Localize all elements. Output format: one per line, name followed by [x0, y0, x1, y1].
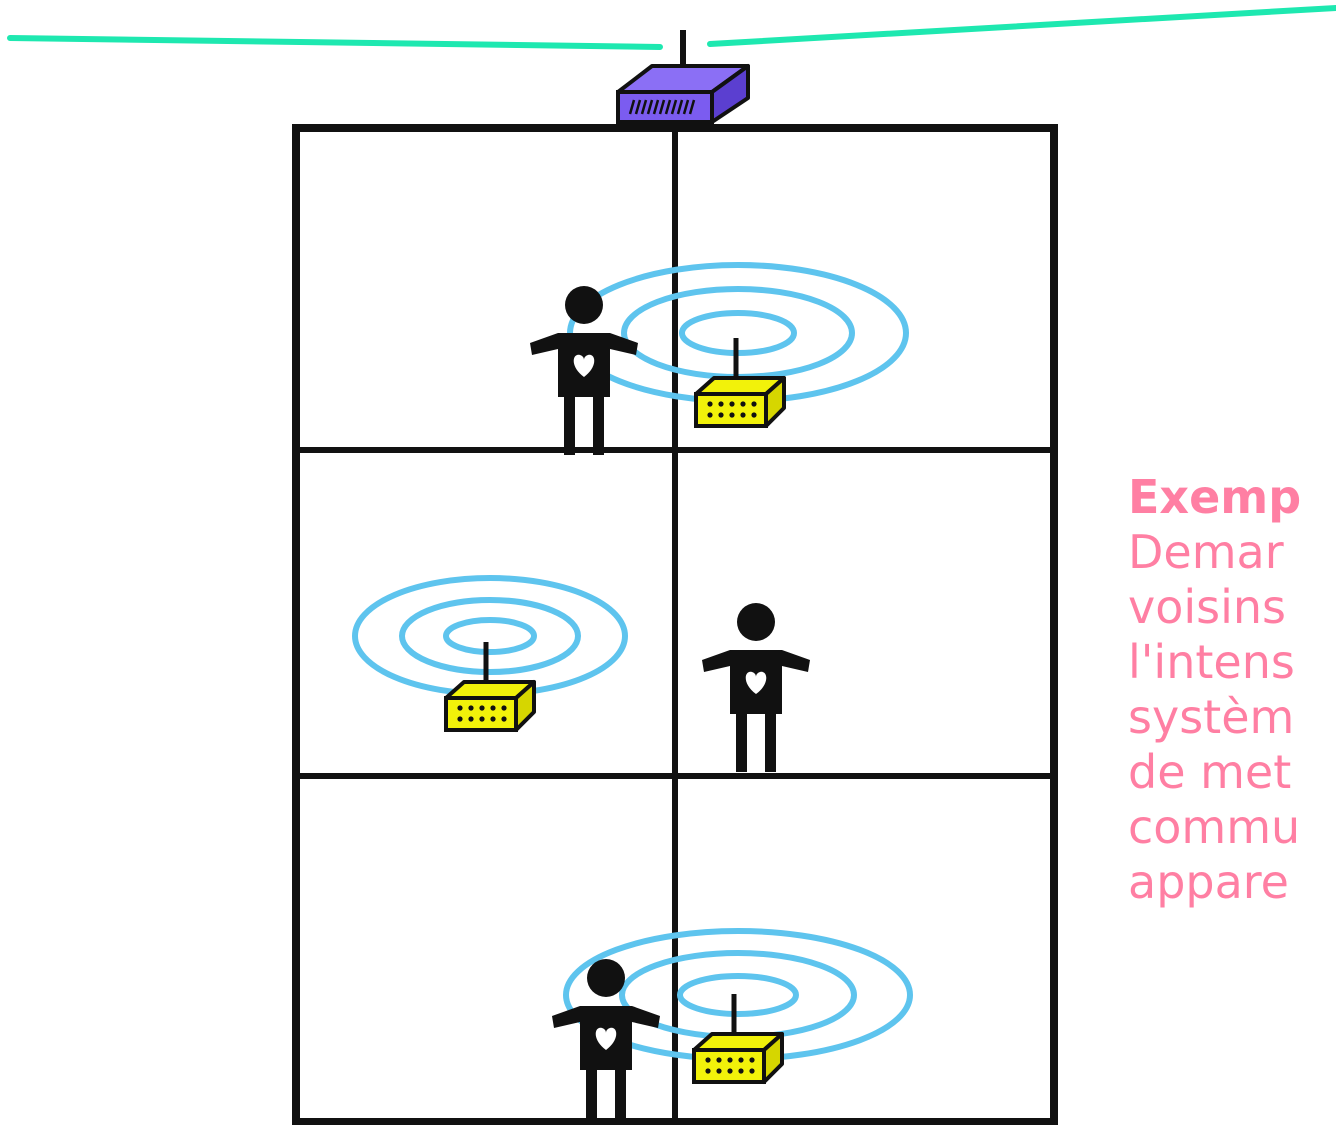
caption-line: l'intens [1128, 635, 1295, 689]
caption-title: Exemp [1128, 470, 1302, 524]
signal-wave-icon [352, 262, 913, 1062]
caption-line: commu [1128, 800, 1301, 854]
caption-line: appare [1128, 855, 1289, 909]
caption-line: systèm [1128, 690, 1295, 744]
person-icon [530, 286, 638, 455]
network-cable [7, 5, 1336, 50]
wifi-extender-icon [694, 994, 782, 1082]
person-icon [702, 603, 810, 772]
caption-line: voisins [1128, 580, 1287, 634]
router-icon [616, 30, 750, 124]
caption-text: Exemp Demar voisins l'intens systèm de m… [1128, 470, 1336, 910]
caption-line: de met [1128, 745, 1292, 799]
wifi-extender-icon [446, 642, 534, 730]
caption-line: Demar [1128, 525, 1284, 579]
